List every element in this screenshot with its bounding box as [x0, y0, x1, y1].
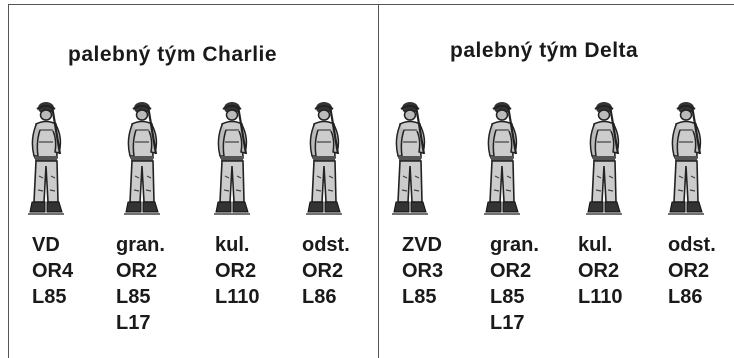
member-weapon: L110	[215, 286, 260, 308]
soldier-icon	[212, 100, 252, 216]
diagram-frame	[8, 0, 734, 358]
member-rank: OR2	[490, 260, 532, 282]
member-label: kul. OR2 L110	[578, 232, 622, 310]
member-role: gran.	[490, 234, 539, 256]
member-label: gran. OR2 L85 L17	[490, 232, 539, 336]
member-role: kul.	[215, 234, 250, 256]
member-rank: OR2	[302, 260, 344, 282]
member-rank: OR2	[116, 260, 158, 282]
frame-top-border	[8, 4, 734, 5]
team-delta: palebný tým Delta ZVD OR3 L85 gran. OR2 …	[378, 4, 734, 358]
team-divider	[378, 4, 379, 358]
soldier-icon	[584, 100, 624, 216]
soldier-icon	[304, 100, 344, 216]
member-weapon: L85	[402, 286, 437, 308]
member-role: gran.	[116, 234, 165, 256]
team-charlie: palebný tým Charlie VD OR4 L85 gran. OR2…	[8, 4, 378, 358]
soldier-icon	[666, 100, 706, 216]
member-label: kul. OR2 L110	[215, 232, 259, 310]
member-weapon: L85	[32, 286, 67, 308]
member-label: odst. OR2 L86	[668, 232, 716, 310]
member-extra: L17	[116, 312, 151, 334]
member-role: odst.	[668, 234, 716, 256]
member-rank: OR2	[578, 260, 620, 282]
member-label: gran. OR2 L85 L17	[116, 232, 165, 336]
member-extra: L17	[490, 312, 525, 334]
frame-left-border	[8, 4, 9, 358]
member-rank: OR2	[215, 260, 257, 282]
soldier-icon	[482, 100, 522, 216]
member-weapon: L85	[116, 286, 151, 308]
soldier-icon	[122, 100, 162, 216]
member-role: ZVD	[402, 234, 442, 256]
soldier-icon	[390, 100, 430, 216]
member-rank: OR2	[668, 260, 710, 282]
team-title: palebný tým Charlie	[68, 43, 278, 66]
member-weapon: L86	[302, 286, 337, 308]
member-rank: OR4	[32, 260, 74, 282]
member-weapon: L110	[578, 286, 623, 308]
member-label: ZVD OR3 L85	[402, 232, 443, 310]
member-rank: OR3	[402, 260, 444, 282]
soldier-icon	[26, 100, 66, 216]
member-label: VD OR4 L85	[32, 232, 73, 310]
member-role: VD	[32, 234, 60, 256]
member-label: odst. OR2 L86	[302, 232, 350, 310]
member-role: odst.	[302, 234, 350, 256]
member-role: kul.	[578, 234, 613, 256]
member-weapon: L85	[490, 286, 525, 308]
member-weapon: L86	[668, 286, 703, 308]
team-title: palebný tým Delta	[450, 39, 639, 62]
